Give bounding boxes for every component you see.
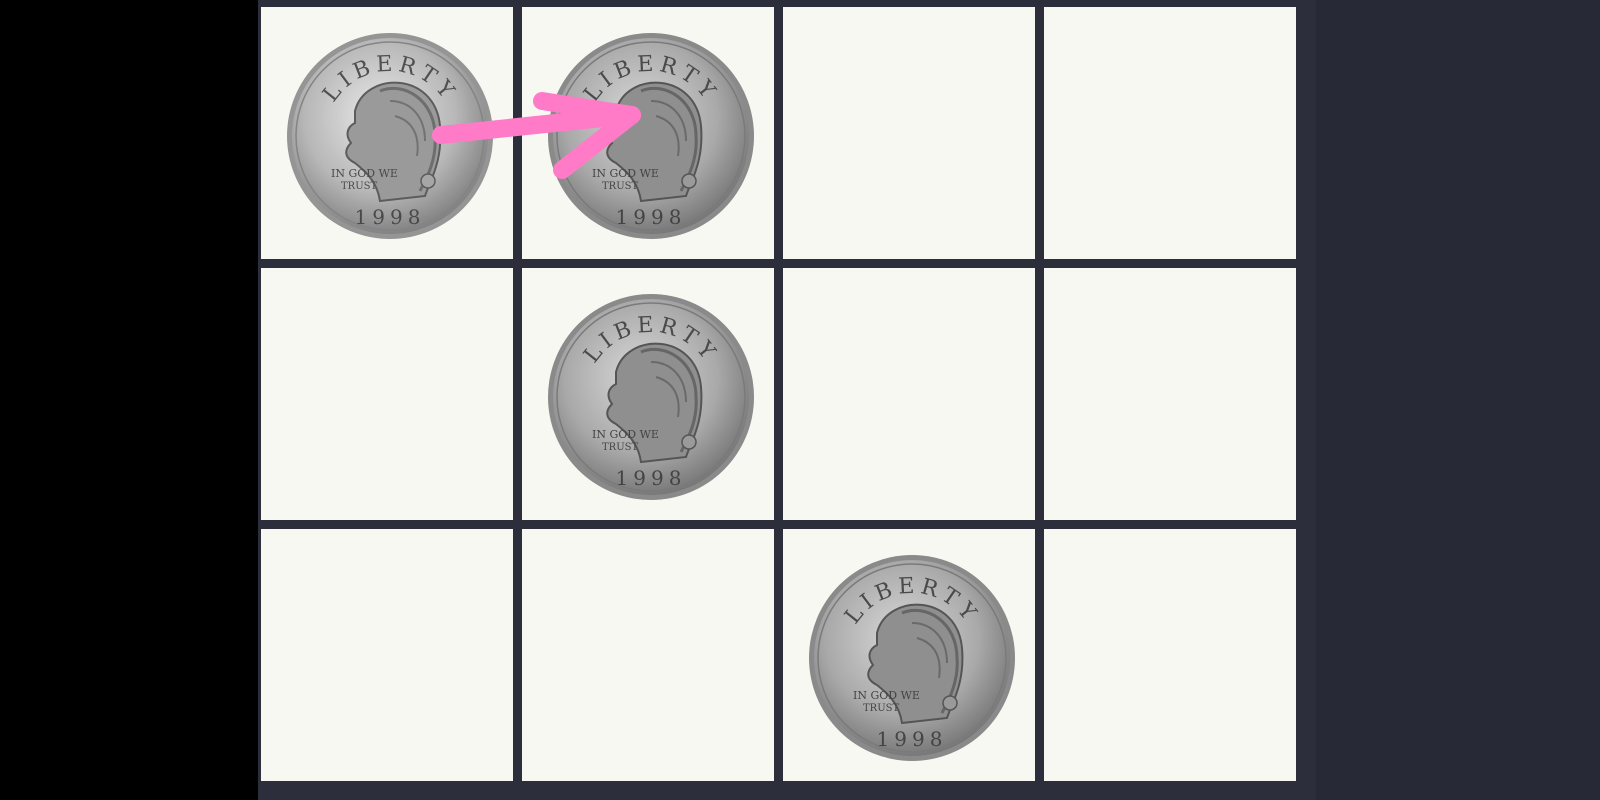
board-cell-r0-c1[interactable]: LIBERTY IN GOD WE TRUST 1998	[522, 7, 774, 259]
board-cell-r0-c3[interactable]	[1044, 7, 1296, 259]
board-cell-r1-c0[interactable]	[261, 268, 513, 520]
coin-inscription-line2: TRUST	[602, 181, 638, 192]
board-cell-r1-c1[interactable]: LIBERTY IN GOD WE TRUST 1998	[522, 268, 774, 520]
coin-inscription-line1: IN GOD WE	[592, 167, 659, 180]
right-margin	[1316, 0, 1600, 800]
board-cell-r1-c3[interactable]	[1044, 268, 1296, 520]
board-cell-r2-c1[interactable]	[522, 529, 774, 781]
coin-year: 1998	[616, 205, 687, 229]
quarter-coin-icon[interactable]: LIBERTY IN GOD WE TRUST 1998	[546, 31, 756, 241]
board-cell-r0-c2[interactable]	[783, 7, 1035, 259]
board-cell-r2-c3[interactable]	[1044, 529, 1296, 781]
board-cell-r2-c0[interactable]	[261, 529, 513, 781]
board-cell-r1-c2[interactable]	[783, 268, 1035, 520]
board-cell-r2-c2[interactable]: LIBERTY IN GOD WE TRUST 1998	[783, 529, 1035, 781]
coin-inscription-line1: IN GOD WE	[331, 167, 398, 180]
coin-inscription-line1: IN GOD WE	[853, 689, 920, 702]
coin-inscription-line1: IN GOD WE	[592, 428, 659, 441]
quarter-coin-icon[interactable]: LIBERTY IN GOD WE TRUST 1998	[285, 31, 495, 241]
quarter-coin-icon[interactable]: LIBERTY IN GOD WE TRUST 1998	[807, 553, 1017, 763]
coin-inscription-line2: TRUST	[602, 442, 638, 453]
coin-year: 1998	[616, 466, 687, 490]
board-cell-r0-c0[interactable]: LIBERTY IN GOD WE TRUST 1998	[261, 7, 513, 259]
coin-inscription-line2: TRUST	[341, 181, 377, 192]
coin-inscription-line2: TRUST	[863, 703, 899, 714]
coin-year: 1998	[355, 205, 426, 229]
coin-year: 1998	[877, 727, 948, 751]
quarter-coin-icon[interactable]: LIBERTY IN GOD WE TRUST 1998	[546, 292, 756, 502]
game-board: LIBERTY IN GOD WE TRUST 1998 LIBERTY IN …	[258, 0, 1316, 800]
